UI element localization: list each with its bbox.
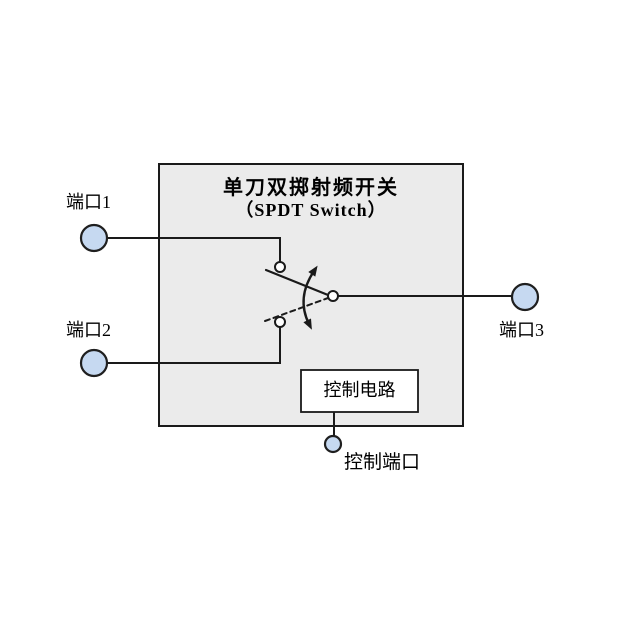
toggle-arrow-down-icon	[303, 318, 312, 330]
port1-label: 端口1	[66, 192, 111, 212]
control-circuit-label: 控制电路	[323, 380, 396, 401]
throw1-contact	[274, 261, 286, 273]
port3-terminal	[510, 282, 540, 312]
toggle-arrow-up-icon	[308, 265, 318, 277]
diagram-title: 单刀双掷射频开关	[223, 177, 399, 199]
switch-blade-active	[264, 268, 330, 297]
toggle-arc	[302, 270, 315, 325]
port1-wire	[107, 237, 281, 262]
control-terminal	[323, 434, 343, 454]
diagram-subtitle: （SPDT Switch）	[235, 200, 387, 220]
port1-terminal	[79, 223, 109, 253]
switch-blade-inactive	[264, 297, 329, 322]
port3-label: 端口3	[499, 320, 544, 340]
control-circuit-box	[300, 369, 419, 413]
port2-label: 端口2	[66, 320, 111, 340]
pole-contact	[327, 290, 339, 302]
port2-wire	[107, 327, 281, 364]
throw2-contact	[274, 316, 286, 328]
port2-terminal	[79, 348, 109, 378]
control-port-label: 控制端口	[344, 452, 421, 473]
